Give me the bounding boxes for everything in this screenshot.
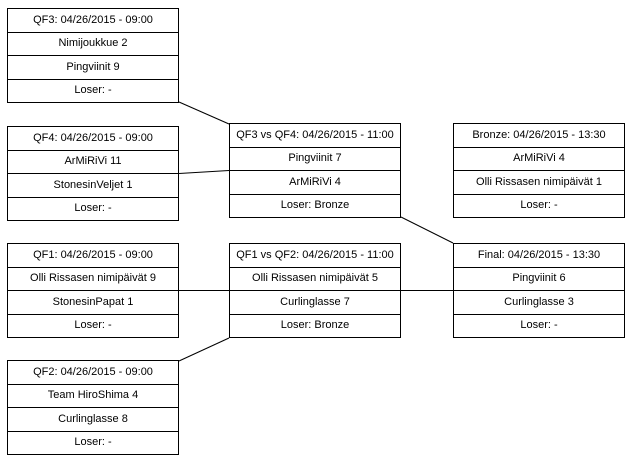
- connector-qf2-to-semi2: [178, 337, 230, 362]
- match-team2: StonesinVeljet 1: [8, 174, 178, 198]
- match-team2: Curlinglasse 8: [8, 408, 178, 432]
- match-team1: ArMiRiVi 11: [8, 151, 178, 174]
- match-team2: ArMiRiVi 4: [230, 171, 400, 195]
- match-title: QF3: 04/26/2015 - 09:00: [8, 9, 178, 33]
- match-team2: StonesinPapat 1: [8, 291, 178, 315]
- match-loser: Loser: -: [520, 199, 558, 212]
- match-title: QF3 vs QF4: 04/26/2015 - 11:00: [230, 124, 400, 148]
- match-title: Bronze: 04/26/2015 - 13:30: [454, 124, 624, 148]
- match-loser: Loser: Bronze: [280, 199, 350, 212]
- match-loser: Loser: -: [74, 319, 112, 332]
- match-title: QF1: 04/26/2015 - 09:00: [8, 244, 178, 268]
- match-box-bronze: Bronze: 04/26/2015 - 13:30 ArMiRiVi 4 Ol…: [453, 123, 625, 218]
- match-team1: Pingviinit 7: [230, 148, 400, 171]
- match-box-qf1: QF1: 04/26/2015 - 09:00 Olli Rissasen ni…: [7, 243, 179, 338]
- match-box-qf3: QF3: 04/26/2015 - 09:00 Nimijoukkue 2 Pi…: [7, 8, 179, 103]
- match-team1: ArMiRiVi 4: [454, 148, 624, 171]
- match-team1: Pingviinit 6: [454, 268, 624, 291]
- match-loser: Loser: -: [520, 319, 558, 332]
- match-title: QF1 vs QF2: 04/26/2015 - 11:00: [230, 244, 400, 268]
- match-team2: Pingviinit 9: [8, 56, 178, 80]
- match-title: QF4: 04/26/2015 - 09:00: [8, 127, 178, 151]
- match-loser: Loser: -: [74, 84, 112, 97]
- match-team2: Curlinglasse 7: [230, 291, 400, 315]
- connector-qf4-to-semi1: [178, 170, 230, 174]
- match-team2: Curlinglasse 3: [454, 291, 624, 315]
- match-loser: Loser: -: [74, 202, 112, 215]
- match-loser: Loser: -: [74, 436, 112, 449]
- match-box-qf2: QF2: 04/26/2015 - 09:00 Team HiroShima 4…: [7, 360, 179, 455]
- match-team1: Olli Rissasen nimipäivät 9: [8, 268, 178, 291]
- match-loser: Loser: Bronze: [280, 319, 350, 332]
- match-team2: Olli Rissasen nimipäivät 1: [454, 171, 624, 195]
- match-box-qf1-vs-qf2: QF1 vs QF2: 04/26/2015 - 11:00 Olli Riss…: [229, 243, 401, 338]
- match-team1: Olli Rissasen nimipäivät 5: [230, 268, 400, 291]
- connector-qf3-to-semi1: [178, 101, 230, 125]
- match-title: QF2: 04/26/2015 - 09:00: [8, 361, 178, 385]
- match-box-qf4: QF4: 04/26/2015 - 09:00 ArMiRiVi 11 Ston…: [7, 126, 179, 221]
- match-box-qf3-vs-qf4: QF3 vs QF4: 04/26/2015 - 11:00 Pingviini…: [229, 123, 401, 218]
- match-team1: Nimijoukkue 2: [8, 33, 178, 56]
- match-box-final: Final: 04/26/2015 - 13:30 Pingviinit 6 C…: [453, 243, 625, 338]
- match-title: Final: 04/26/2015 - 13:30: [454, 244, 624, 268]
- match-team1: Team HiroShima 4: [8, 385, 178, 408]
- connector-semi1-to-final: [400, 216, 454, 244]
